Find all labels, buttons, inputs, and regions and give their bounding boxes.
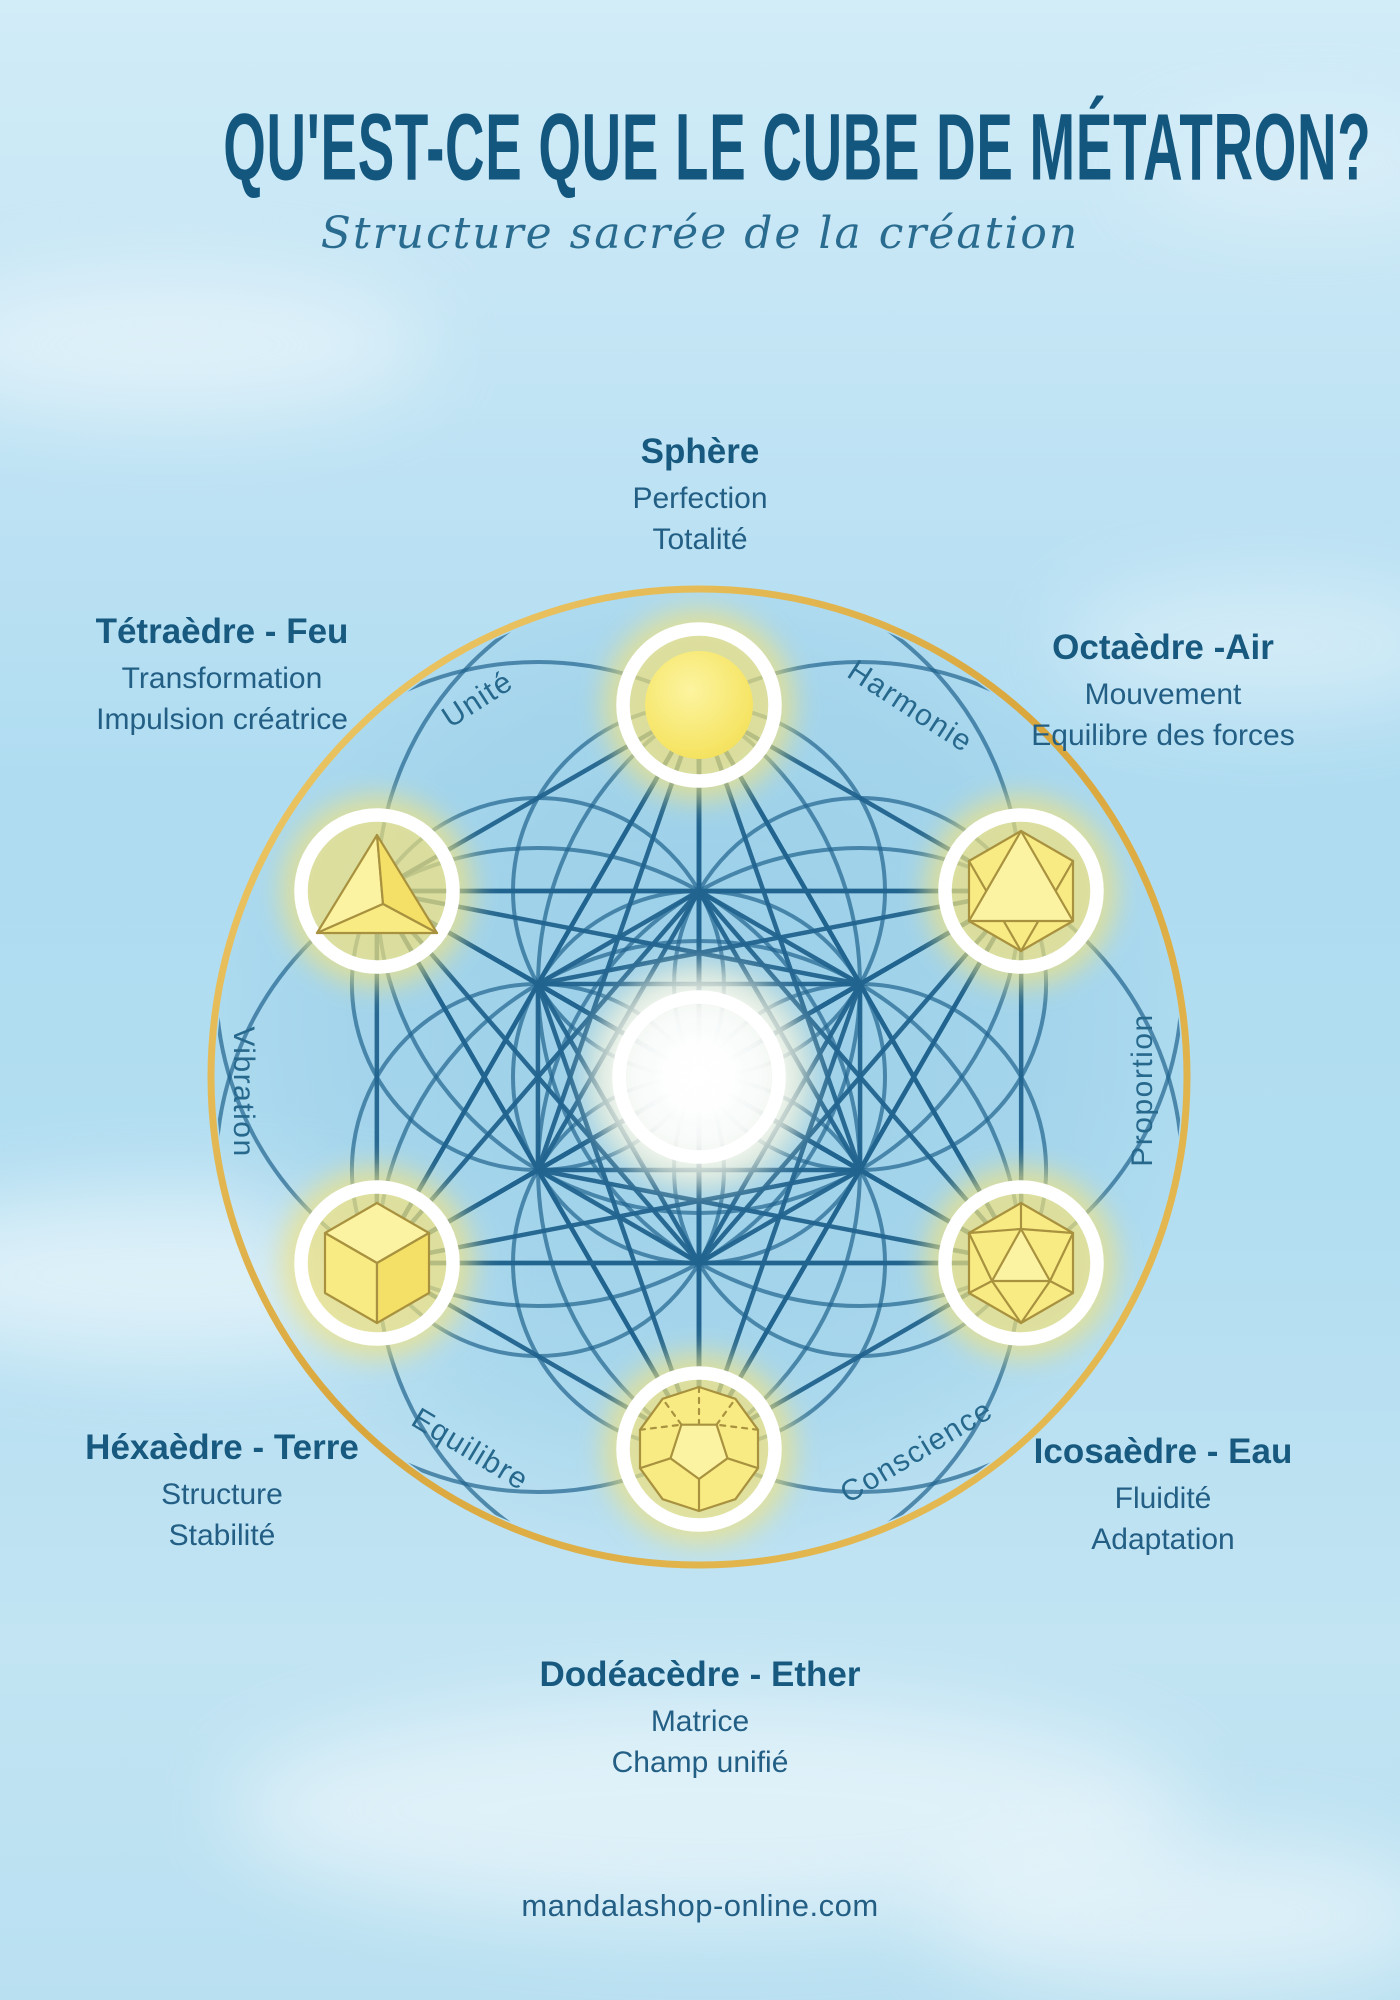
label-sphere-line-1: Perfection xyxy=(632,482,768,515)
label-hexahedron-line-2: Stabilité xyxy=(168,1519,276,1552)
center-ring xyxy=(612,990,786,1164)
tetrahedron-ring xyxy=(294,808,460,974)
hexahedron-shape xyxy=(323,1201,431,1325)
label-dodecahedron-line-1: Matrice xyxy=(650,1705,750,1738)
label-dodecahedron: Dodéacèdre - Ether Matrice Champ unifié xyxy=(540,1655,861,1787)
page-title: QU'EST-CE QUE LE CUBE DE MÉTATRON? xyxy=(223,94,1372,201)
label-sphere-title: Sphère xyxy=(640,432,760,471)
label-sphere: Sphère Perfection Totalité xyxy=(632,432,767,564)
label-sphere-line-2: Totalité xyxy=(652,523,748,556)
label-icosahedron-line-1: Fluidité xyxy=(1114,1482,1212,1515)
dodecahedron-ring xyxy=(616,1366,782,1532)
sphere-ring xyxy=(616,622,782,788)
label-hexahedron-title: Héxaèdre - Terre xyxy=(85,1428,359,1467)
label-tetrahedron-line-1: Transformation xyxy=(121,662,323,695)
sphere-shape xyxy=(645,651,753,759)
label-tetrahedron: Tétraèdre - Feu Transformation Impulsion… xyxy=(96,612,349,744)
label-tetrahedron-title: Tétraèdre - Feu xyxy=(95,612,349,651)
dodecahedron-shape xyxy=(638,1385,760,1513)
tetrahedron-shape xyxy=(315,833,439,935)
hexahedron-ring xyxy=(294,1180,460,1346)
label-icosahedron-title: Icosaèdre - Eau xyxy=(1033,1432,1293,1471)
website-text: mandalashop-online.com xyxy=(521,1888,879,1923)
label-hexahedron-line-1: Structure xyxy=(161,1478,283,1511)
ring-word-vibration: Vibration xyxy=(227,1026,260,1158)
label-octahedron-line-2: Equilibre des forces xyxy=(1031,719,1295,752)
octahedron-shape xyxy=(967,829,1075,953)
icosahedron-shape xyxy=(967,1201,1075,1325)
label-icosahedron-line-2: Adaptation xyxy=(1091,1523,1235,1556)
ring-word-proportion: Proportion xyxy=(1126,1013,1159,1167)
label-icosahedron: Icosaèdre - Eau Fluidité Adaptation xyxy=(1034,1432,1293,1564)
center-light xyxy=(625,1003,773,1151)
white-rings xyxy=(294,622,1104,1532)
label-octahedron-line-1: Mouvement xyxy=(1084,678,1242,711)
label-tetrahedron-line-2: Impulsion créatrice xyxy=(96,703,348,736)
label-dodecahedron-title: Dodéacèdre - Ether xyxy=(539,1655,861,1694)
label-hexahedron: Héxaèdre - Terre Structure Stabilité xyxy=(85,1428,359,1560)
page-subtitle: Structure sacrée de la création xyxy=(320,208,1080,259)
label-dodecahedron-line-2: Champ unifié xyxy=(611,1746,789,1779)
label-octahedron: Octaèdre -Air Mouvement Equilibre des fo… xyxy=(1031,628,1294,760)
icosahedron-ring xyxy=(938,1180,1104,1346)
octahedron-ring xyxy=(938,808,1104,974)
label-octahedron-title: Octaèdre -Air xyxy=(1052,628,1274,667)
outer-gold-circle xyxy=(207,585,1191,1569)
